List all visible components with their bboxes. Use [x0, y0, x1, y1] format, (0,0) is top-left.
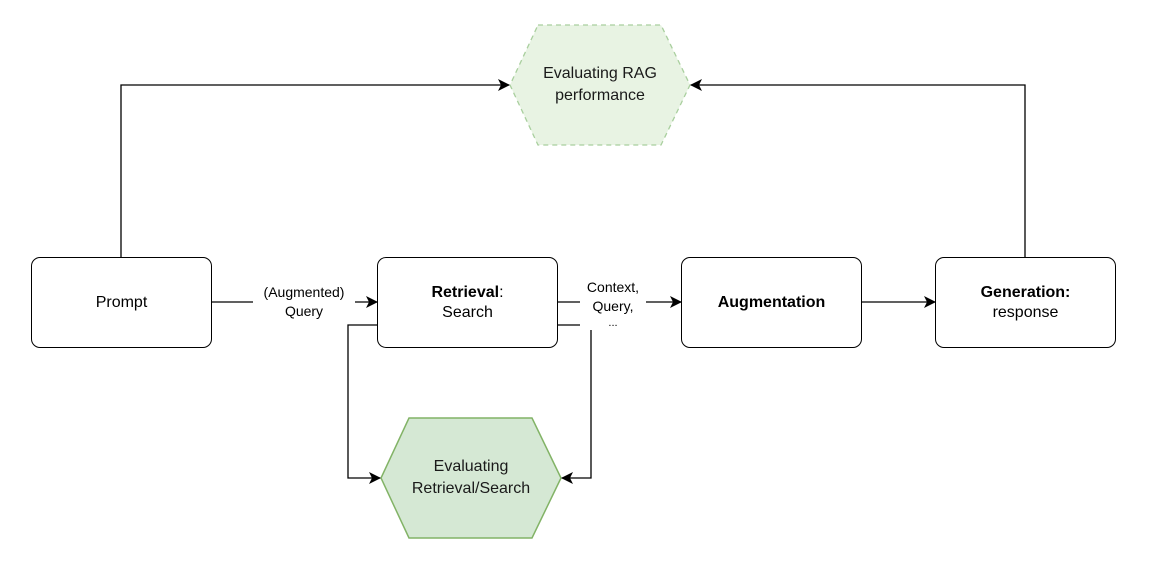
eval-retrieval-label: Evaluating Retrieval/Search — [381, 433, 561, 523]
retrieval-subtitle: Search — [442, 303, 493, 321]
context-label-line3: ... — [608, 317, 618, 329]
context-label-line1: Context, — [586, 279, 640, 295]
edge-retrieval-to-eval-retrieval-right — [558, 324, 592, 484]
eval-rag-label: Evaluating RAG performance — [510, 40, 690, 130]
generation-title: Generation: — [980, 283, 1071, 301]
query-label-line1: (Augmented) — [263, 284, 345, 300]
eval-rag-line2: performance — [555, 87, 645, 104]
edge-retrieval-to-eval-retrieval-left — [347, 324, 381, 484]
eval-retrieval-line1: Evaluating — [433, 458, 509, 475]
prompt-label: Prompt — [95, 293, 148, 311]
eval-rag-line1: Evaluating RAG — [543, 65, 657, 82]
query-edge-label: (Augmented) Query — [253, 283, 355, 321]
augmentation-title: Augmentation — [717, 293, 826, 311]
retrieval-box: Retrieval: Search — [377, 257, 558, 348]
context-label-line2: Query, — [592, 298, 634, 314]
generation-subtitle: response — [992, 303, 1059, 321]
prompt-box: Prompt — [31, 257, 212, 348]
retrieval-title: Retrieval — [431, 283, 500, 301]
edge-prompt-to-eval-rag — [120, 79, 510, 257]
query-label-line2: Query — [284, 303, 324, 319]
context-edge-label: Context, Query, ... — [580, 278, 646, 330]
edge-generation-to-eval-rag — [690, 79, 1026, 257]
eval-retrieval-line2: Retrieval/Search — [411, 480, 531, 497]
retrieval-title-suffix: : — [499, 283, 504, 301]
generation-box: Generation: response — [935, 257, 1116, 348]
augmentation-box: Augmentation — [681, 257, 862, 348]
retrieval-title-line: Retrieval: — [431, 283, 503, 303]
